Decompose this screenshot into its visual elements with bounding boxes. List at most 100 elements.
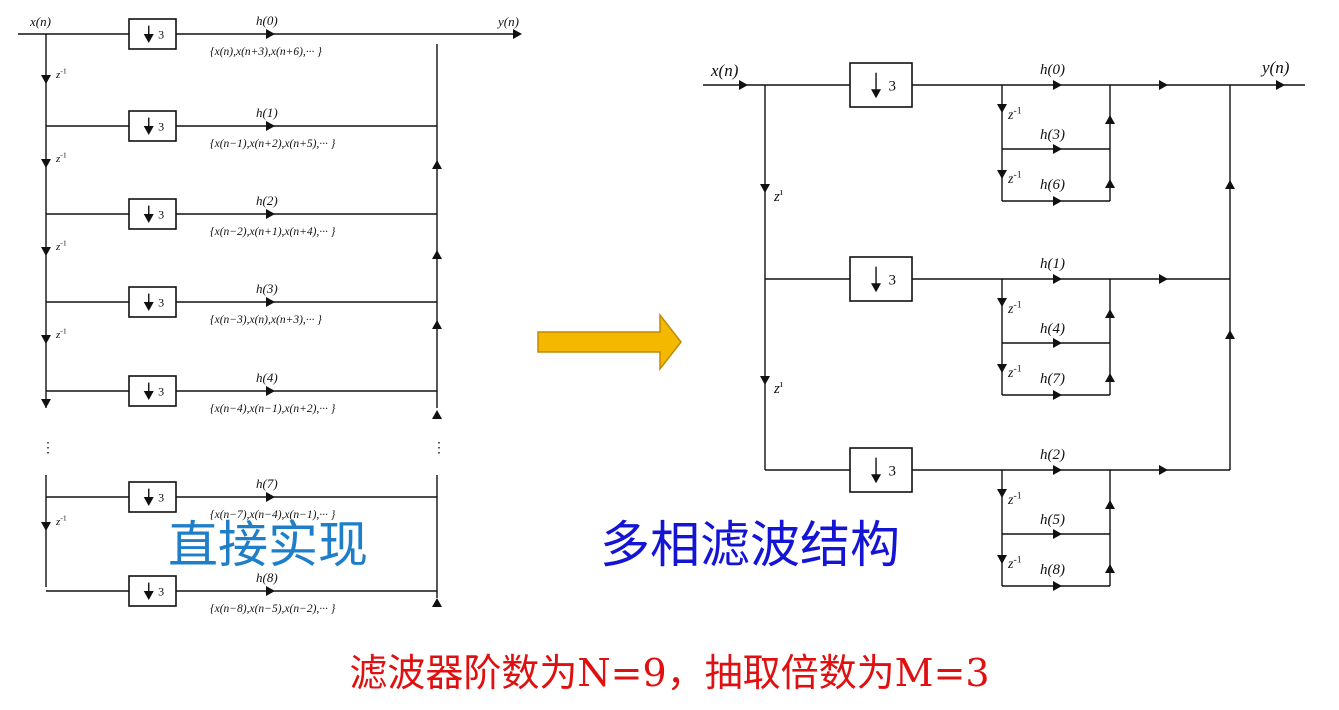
delay-exponent: ı bbox=[780, 187, 783, 198]
delay-exponent: -1 bbox=[60, 514, 67, 523]
delay-symbol: z bbox=[1007, 366, 1014, 381]
tap-sum-arrow bbox=[1105, 309, 1115, 318]
delay-arrow bbox=[760, 376, 770, 385]
input-label: x(n) bbox=[29, 14, 51, 29]
tap-sum-arrow bbox=[1105, 179, 1115, 188]
delay-label: zı bbox=[773, 187, 783, 205]
delay-label: z-1 bbox=[1007, 554, 1022, 572]
delay-label: zı bbox=[773, 379, 783, 397]
sample-sequence-label: {x(n−7),x(n−4),x(n−1),··· } bbox=[210, 509, 336, 521]
delay-arrow bbox=[41, 399, 51, 408]
delay-label: z-1 bbox=[1007, 105, 1022, 123]
delay-symbol: z bbox=[55, 516, 61, 528]
coefficient-label: h(2) bbox=[1040, 447, 1065, 463]
coefficient-label: h(8) bbox=[256, 570, 278, 585]
tap-delay-arrow bbox=[997, 364, 1007, 373]
delay-symbol: z bbox=[1007, 493, 1014, 508]
coefficient-arrow bbox=[266, 209, 275, 219]
delay-symbol: z bbox=[1007, 557, 1014, 572]
delay-label: z-1 bbox=[55, 239, 67, 253]
coefficient-arrow bbox=[1053, 390, 1062, 400]
polyphase-structure-diagram: x(n)y(n)zızı3h(0)z-1z-1h(3)h(6)3h(1)z-1z… bbox=[703, 58, 1305, 591]
input-arrow bbox=[739, 80, 748, 90]
tap-sum-arrow bbox=[1105, 500, 1115, 509]
summation-arrow bbox=[1225, 180, 1235, 189]
coefficient-arrow bbox=[1053, 581, 1062, 591]
delay-label: z-1 bbox=[1007, 299, 1022, 317]
coefficient-label: h(3) bbox=[1040, 127, 1065, 143]
downsample-factor-label: 3 bbox=[888, 272, 896, 288]
delay-label: z-1 bbox=[1007, 490, 1022, 508]
delay-arrow bbox=[41, 522, 51, 531]
coefficient-label: h(3) bbox=[256, 281, 278, 296]
summation-arrow bbox=[432, 320, 442, 329]
tap-delay-arrow bbox=[997, 489, 1007, 498]
downsample-factor-label: 3 bbox=[888, 463, 896, 479]
polyphase-structure-caption: 多相滤波结构 bbox=[600, 516, 900, 574]
coefficient-label: h(6) bbox=[1040, 177, 1065, 193]
delay-exponent: -1 bbox=[1013, 169, 1021, 180]
coefficient-arrow bbox=[1053, 80, 1062, 90]
coefficient-label: h(0) bbox=[256, 13, 278, 28]
coefficient-label: h(4) bbox=[1040, 321, 1065, 337]
sample-sequence-label: {x(n),x(n+3),x(n+6),··· } bbox=[210, 46, 322, 58]
delay-exponent: -1 bbox=[60, 327, 67, 336]
delay-exponent: -1 bbox=[60, 151, 67, 160]
summation-arrow bbox=[432, 250, 442, 259]
delay-exponent: -1 bbox=[1013, 105, 1021, 116]
coefficient-arrow bbox=[1053, 338, 1062, 348]
delay-exponent: -1 bbox=[1013, 299, 1021, 310]
coefficient-arrow bbox=[1053, 529, 1062, 539]
delay-symbol: z bbox=[773, 381, 780, 397]
delay-exponent: -1 bbox=[60, 67, 67, 76]
delay-symbol: z bbox=[55, 329, 61, 341]
downsample-factor-label: 3 bbox=[158, 384, 164, 398]
downsample-arrow-icon bbox=[871, 474, 882, 484]
delay-symbol: z bbox=[55, 153, 61, 165]
downsample-arrow-icon bbox=[143, 214, 154, 223]
downsample-factor-label: 3 bbox=[158, 490, 164, 504]
delay-label: z-1 bbox=[55, 327, 67, 341]
transition-arrow bbox=[537, 312, 682, 372]
coefficient-arrow bbox=[1053, 144, 1062, 154]
tap-sum-arrow bbox=[1105, 115, 1115, 124]
downsampler-box bbox=[849, 256, 913, 302]
downsample-arrow-icon bbox=[871, 89, 882, 99]
coefficient-label: h(0) bbox=[1040, 62, 1065, 78]
branch-output-arrow bbox=[1159, 274, 1168, 284]
coefficient-label: h(4) bbox=[256, 370, 278, 385]
downsample-arrow-icon bbox=[143, 497, 154, 506]
tap-delay-arrow bbox=[997, 170, 1007, 179]
downsample-arrow-icon bbox=[871, 283, 882, 293]
tap-delay-arrow bbox=[997, 104, 1007, 113]
tap-sum-arrow bbox=[1105, 564, 1115, 573]
delay-label: z-1 bbox=[1007, 169, 1022, 187]
coefficient-arrow bbox=[266, 386, 275, 396]
delay-symbol: z bbox=[1007, 302, 1014, 317]
delay-exponent: -1 bbox=[1013, 490, 1021, 501]
coefficient-arrow bbox=[266, 29, 275, 39]
delay-label: z-1 bbox=[55, 67, 67, 81]
coefficient-label: h(2) bbox=[256, 193, 278, 208]
delay-symbol: z bbox=[1007, 108, 1014, 123]
direct-implementation-diagram: x(n)y(n)z-1z-1z-1z-1z-1⋮⋮3h(0){x(n),x(n+… bbox=[18, 13, 522, 615]
delay-arrow bbox=[760, 184, 770, 193]
delay-arrow bbox=[41, 159, 51, 168]
continuation-dots: ⋮ bbox=[432, 441, 446, 456]
delay-exponent: -1 bbox=[1013, 554, 1021, 565]
delay-symbol: z bbox=[55, 69, 61, 81]
delay-symbol: z bbox=[773, 189, 780, 205]
downsample-factor-label: 3 bbox=[888, 78, 896, 94]
sample-sequence-label: {x(n−8),x(n−5),x(n−2),··· } bbox=[210, 603, 336, 615]
downsampler-box bbox=[849, 447, 913, 493]
delay-exponent: ı bbox=[780, 379, 783, 390]
coefficient-arrow bbox=[266, 121, 275, 131]
coefficient-arrow bbox=[266, 297, 275, 307]
delay-arrow bbox=[41, 335, 51, 344]
downsample-arrow-icon bbox=[143, 126, 154, 135]
tap-delay-arrow bbox=[997, 555, 1007, 564]
downsampler-box bbox=[128, 286, 177, 318]
delay-exponent: -1 bbox=[1013, 363, 1021, 374]
